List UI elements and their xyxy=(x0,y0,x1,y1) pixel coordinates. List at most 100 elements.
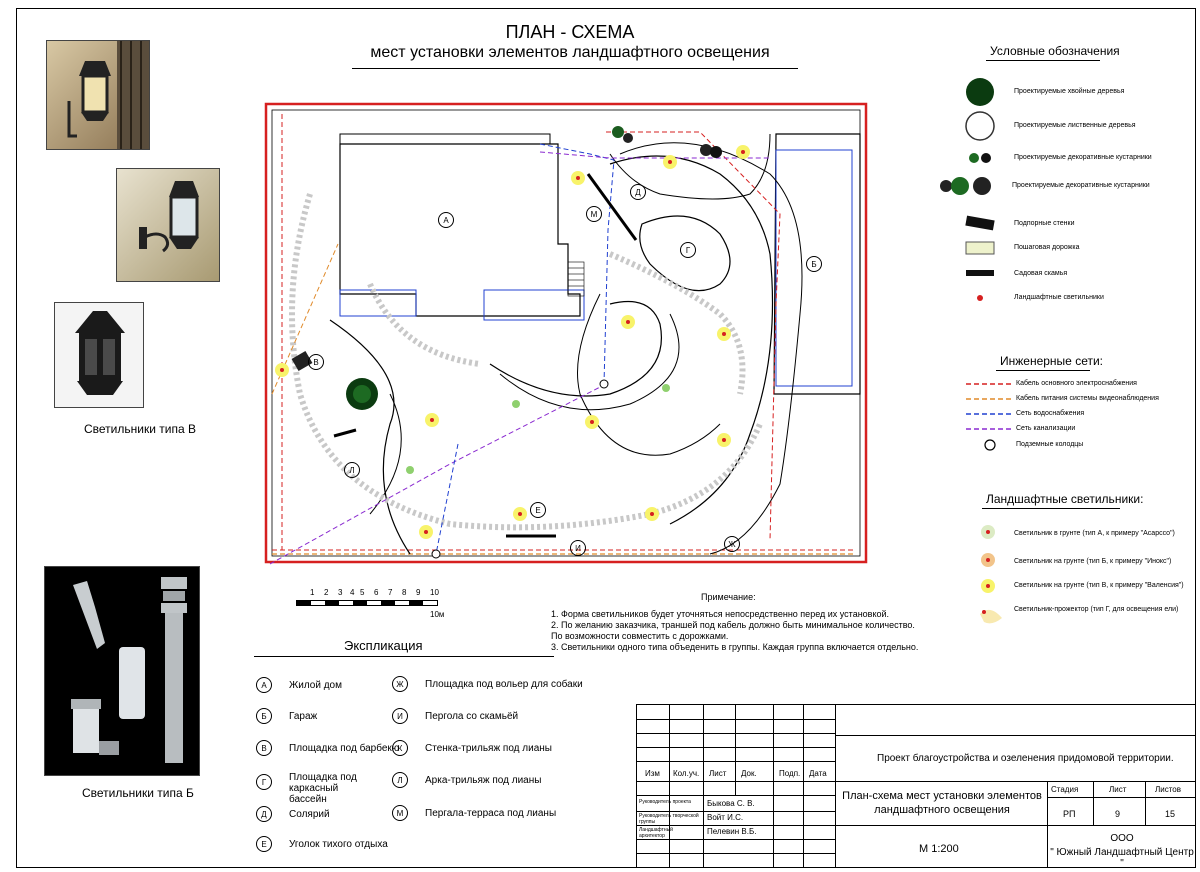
plan-label-i: И xyxy=(570,540,586,556)
shrub-icon xyxy=(969,153,979,163)
drawing-frame xyxy=(16,8,1196,868)
lights-underline xyxy=(982,508,1120,509)
title-underline xyxy=(352,68,798,69)
scale-tick: 5 xyxy=(360,588,365,597)
caption-type-v: Светильники типа В xyxy=(84,422,196,436)
plan-label-d: Д xyxy=(630,184,646,200)
legend-title: Условные обозначения xyxy=(990,44,1120,58)
plan-subtitle: мест установки элементов ландшафтного ос… xyxy=(370,44,770,61)
light-type-a: Светильник в грунте (тип А, к примеру "А… xyxy=(1014,530,1175,537)
shrub-icon xyxy=(940,180,952,192)
light-icon xyxy=(977,295,983,301)
scale-tick: 3 xyxy=(338,588,343,597)
expl-letter: М xyxy=(392,805,408,821)
scale-unit: 10м xyxy=(430,610,445,619)
legend-path: Пошаговая дорожка xyxy=(1014,244,1080,251)
plan-label-v: В xyxy=(308,354,324,370)
tb-header: Подп. xyxy=(779,769,801,778)
expl-letter: Л xyxy=(392,772,408,788)
plan-label-zh: Ж xyxy=(724,536,740,552)
legend-deciduous: Проектируемые лиственные деревья xyxy=(1014,122,1136,129)
deciduous-tree-icon xyxy=(965,111,995,141)
expl-item: Арка-трильяж под лианы xyxy=(425,775,542,786)
bollard-lamps-icon xyxy=(71,577,187,763)
tb-scale: М 1:200 xyxy=(919,843,959,855)
expl-item: Пергола со скамьёй xyxy=(425,711,519,722)
networks-title: Инженерные сети: xyxy=(1000,354,1103,368)
title-block: Изм Кол.уч. Лист Док. Подп. Дата Руковод… xyxy=(636,704,1196,869)
plan-label-g: Г xyxy=(680,242,696,258)
wall-lamp-icon xyxy=(67,41,149,149)
legend-underline xyxy=(986,60,1100,61)
legend-conifer: Проектируемые хвойные деревья xyxy=(1014,88,1125,95)
tb-header: Дата xyxy=(809,769,827,778)
networks-underline xyxy=(996,370,1090,371)
expl-item: Площадка под каркасный бассейн xyxy=(289,772,357,805)
expl-letter: Г xyxy=(256,774,272,790)
note-line: 3. Светильники одного типа объеденить в … xyxy=(551,642,919,652)
legend-retaining-walls: Подпорные стенки xyxy=(1014,220,1075,227)
plan-label-b: Б xyxy=(806,256,822,272)
tb-sheets: 15 xyxy=(1165,809,1176,819)
plan-label-l: Л xyxy=(344,462,360,478)
path-icon xyxy=(965,241,995,255)
tb-stage-label: Стадия xyxy=(1051,785,1079,794)
tb-sheets-label: Листов xyxy=(1155,785,1181,794)
note-line: 1. Форма светильников будет уточняться н… xyxy=(551,609,890,619)
conifer-icon xyxy=(966,78,994,106)
light-type-g: Светильник-прожектор (тип Г, для освещен… xyxy=(1014,606,1179,613)
tb-name: Войт И.С. xyxy=(707,813,744,822)
plan-title: ПЛАН - СХЕМА xyxy=(505,22,635,42)
tb-sheet-title: План-схема мест установки элементов ланд… xyxy=(842,790,1042,816)
expl-letter: Д xyxy=(256,806,272,822)
network-video: Кабель питания системы видеонаблюдения xyxy=(1016,395,1159,402)
tb-name: Пелевин В.Б. xyxy=(707,827,757,836)
plan-label-e: Е xyxy=(530,502,546,518)
tb-role: Ландшафтный архитектор xyxy=(639,827,673,839)
network-sewer: Сеть канализации xyxy=(1016,425,1076,432)
caption-type-b: Светильники типа Б xyxy=(82,786,194,800)
expl-letter: И xyxy=(392,708,408,724)
light-type-b: Светильник на грунте (тип Б, к примеру "… xyxy=(1014,558,1172,565)
network-water: Сеть водоснабжения xyxy=(1016,410,1085,417)
expl-item: Пергала-терраса под лианы xyxy=(425,808,557,819)
scale-tick: 6 xyxy=(374,588,379,597)
landscape-lights xyxy=(275,145,750,539)
expl-letter: В xyxy=(256,740,272,756)
tb-org-2: " Южный Ландшафтный Центр " xyxy=(1050,847,1194,869)
expl-letter: Ж xyxy=(392,676,408,692)
lamp-photo-lantern xyxy=(54,302,144,408)
tb-header: Изм xyxy=(645,769,660,778)
scale-tick: 4 xyxy=(350,588,355,597)
scale-tick: 8 xyxy=(402,588,407,597)
light-type-symbols xyxy=(980,525,1002,624)
legend-shrubs-2: Проектируемые декоративные кустарники xyxy=(1012,182,1150,189)
expl-letter: Б xyxy=(256,708,272,724)
expl-item: Солярий xyxy=(289,809,330,820)
note-line: 2. По желанию заказчика, траншей под каб… xyxy=(551,620,915,630)
network-wells: Подземные колодцы xyxy=(1016,441,1084,448)
notes-block: Примечание: 1. Форма светильников будет … xyxy=(551,592,918,653)
retaining-wall-icon xyxy=(965,215,995,231)
legend-shrubs-1: Проектируемые декоративные кустарники xyxy=(1014,154,1152,161)
scale-tick: 7 xyxy=(388,588,393,597)
tb-project: Проект благоустройства и озеленения прид… xyxy=(877,753,1174,764)
tb-role: Руководитель творческой группы xyxy=(639,813,699,825)
site-plan xyxy=(264,102,868,565)
tb-header: Док. xyxy=(741,769,757,778)
plot-boundary xyxy=(264,102,868,564)
lamp-photo-wall-1 xyxy=(46,40,150,150)
tb-sheet-label: Лист xyxy=(1109,785,1127,794)
wall-lamp-icon xyxy=(139,181,199,253)
expl-item: Жилой дом xyxy=(289,680,342,691)
expl-item: Уголок тихого отдыха xyxy=(289,839,388,850)
lights-title: Ландшафтные светильники: xyxy=(986,492,1144,506)
light-type-v: Светильник на грунте (тип В, к примеру "… xyxy=(1014,582,1184,589)
plan-label-m: М xyxy=(586,206,602,222)
house-outline xyxy=(339,143,581,317)
tb-sheet: 9 xyxy=(1115,809,1121,819)
bench-icon xyxy=(966,270,994,276)
expl-letter: К xyxy=(392,740,408,756)
explication-underline xyxy=(254,656,554,657)
tb-name: Быкова С. В. xyxy=(707,799,755,808)
